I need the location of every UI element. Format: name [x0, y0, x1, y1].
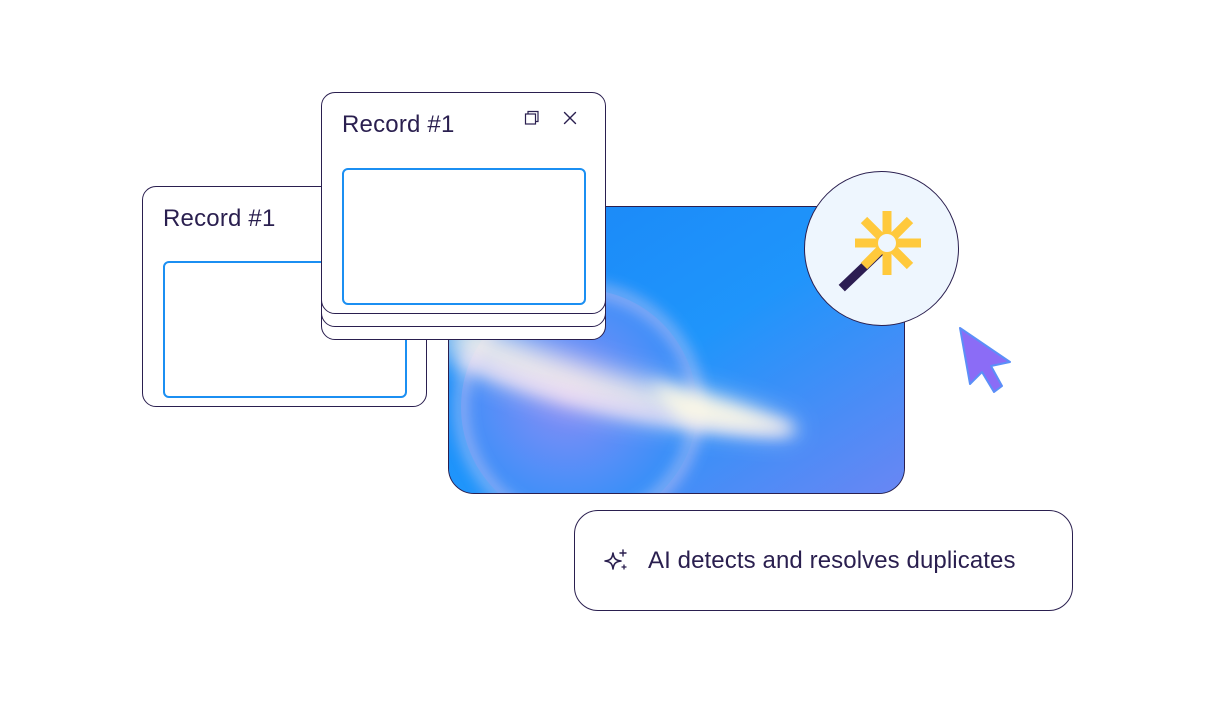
restore-button[interactable]	[521, 107, 543, 129]
sparkle-icon	[604, 549, 627, 570]
magic-wand-badge	[804, 171, 959, 326]
restore-icon	[524, 110, 539, 125]
close-button[interactable]	[559, 107, 581, 129]
record-title: Record #1	[342, 111, 455, 138]
record-card-front[interactable]: Record #1	[321, 92, 606, 314]
record-content-field[interactable]	[342, 168, 586, 305]
record-title: Record #1	[163, 205, 276, 232]
close-icon	[563, 111, 577, 125]
ai-feature-label: AI detects and resolves duplicates	[648, 547, 1016, 574]
magic-wand-icon	[838, 211, 921, 292]
ai-feature-pill: AI detects and resolves duplicates	[574, 510, 1073, 611]
pointer-cursor-icon	[958, 326, 1016, 396]
